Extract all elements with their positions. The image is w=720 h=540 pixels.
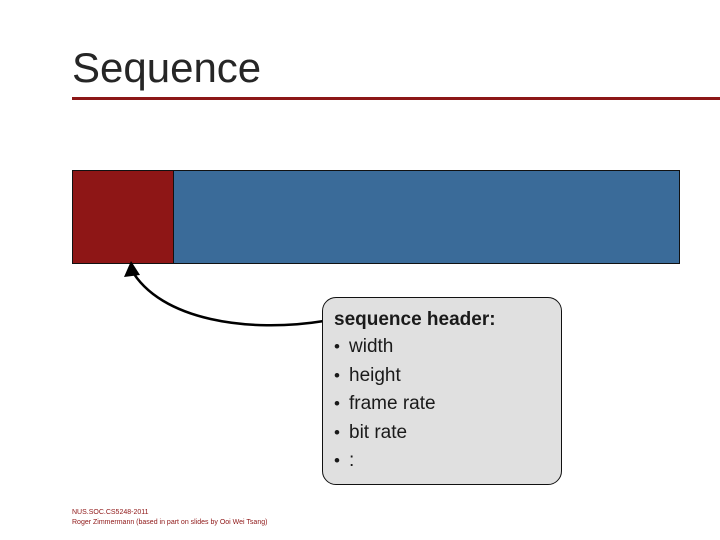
callout-arrow <box>124 261 325 327</box>
list-item: frame rate <box>329 390 561 419</box>
list-item: : <box>329 447 561 476</box>
list-item: bit rate <box>329 419 561 448</box>
sequence-header-segment <box>72 170 174 264</box>
footer-course-code: NUS.SOC.CS5248-2011 <box>72 509 149 516</box>
callout-title: sequence header: <box>334 309 496 330</box>
sequence-bar-diagram <box>72 170 680 264</box>
sequence-header-callout: sequence header: width height frame rate… <box>322 297 562 485</box>
footer-attribution: Roger Zimmermann (based in part on slide… <box>72 519 268 526</box>
list-item: height <box>329 362 561 391</box>
list-item: width <box>329 333 561 362</box>
sequence-data-segment <box>174 170 680 264</box>
title-divider <box>72 97 720 100</box>
page-title: Sequence <box>72 44 262 91</box>
callout-list: width height frame rate bit rate : <box>329 333 561 476</box>
slide-footer: NUS.SOC.CS5248-2011 Roger Zimmermann (ba… <box>72 508 267 528</box>
